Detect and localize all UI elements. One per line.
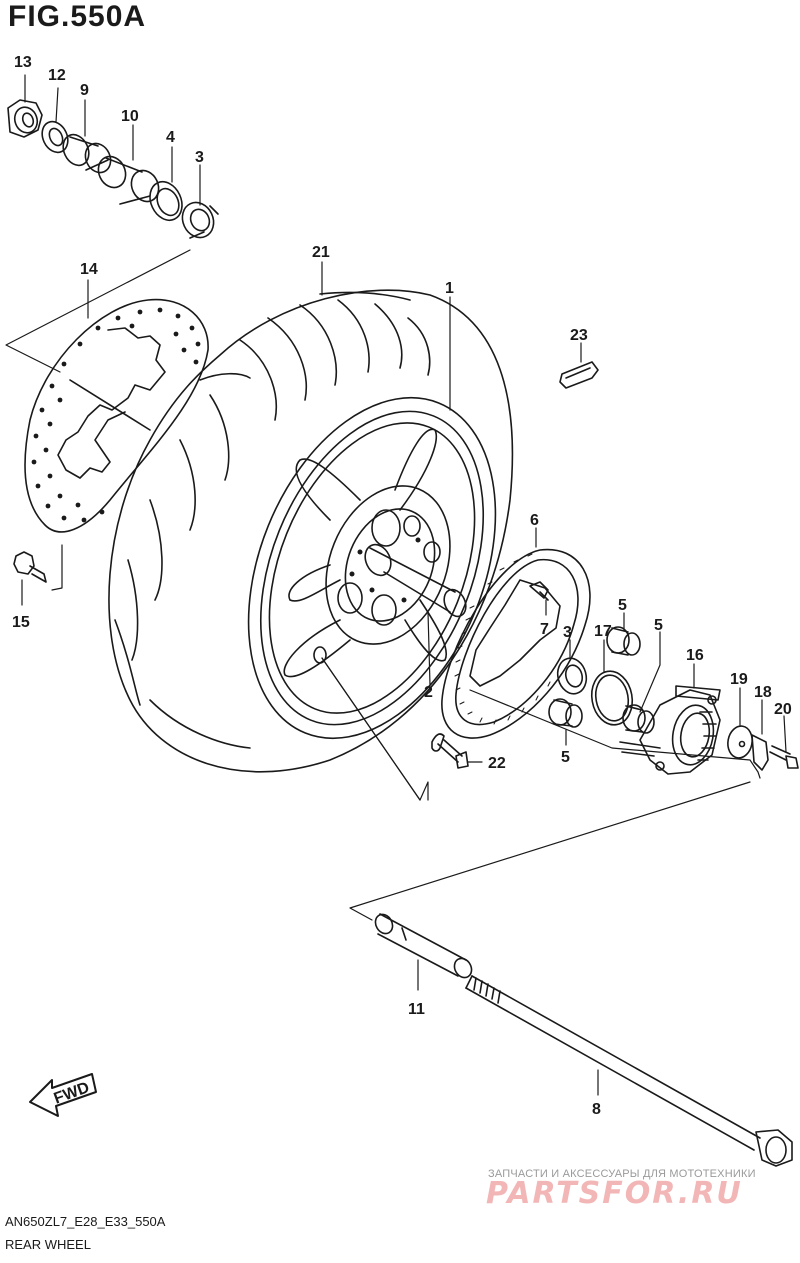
callout-17: 17 xyxy=(594,623,612,640)
damper-5-lower-left xyxy=(548,698,583,728)
callout-9: 9 xyxy=(80,82,89,99)
bearing-4 xyxy=(149,180,183,222)
damper-5-upper xyxy=(606,626,641,656)
callout-1: 1 xyxy=(445,280,454,297)
callout-2: 2 xyxy=(424,684,433,701)
bolt-15 xyxy=(13,551,47,583)
brake-disc-14 xyxy=(24,298,209,533)
balance-weight-23 xyxy=(559,361,599,389)
wheel-rim-1 xyxy=(247,396,497,740)
callout-5-right: 5 xyxy=(654,617,663,634)
seal-3-right xyxy=(556,657,588,695)
spacer-10 xyxy=(97,155,160,205)
callout-3-top: 3 xyxy=(195,149,204,166)
tire-21 xyxy=(108,289,514,773)
seal-3-top xyxy=(181,201,219,239)
callout-11: 11 xyxy=(408,1001,425,1018)
axle-8 xyxy=(465,975,793,1167)
leaders-right xyxy=(469,687,787,779)
fwd-arrow-icon xyxy=(29,1073,97,1117)
valve-22 xyxy=(431,733,469,769)
screw-7 xyxy=(529,581,549,601)
plate-18 xyxy=(751,734,769,771)
callout-10: 10 xyxy=(121,108,139,125)
o-ring-17 xyxy=(590,670,634,726)
model-code: AN650ZL7_E28_E33_550A xyxy=(5,1214,166,1229)
leaders-dampers xyxy=(565,612,661,746)
callout-18: 18 xyxy=(754,684,772,701)
callout-23: 23 xyxy=(570,327,588,344)
washer-19 xyxy=(727,725,753,759)
axle-bracket xyxy=(349,781,751,921)
callout-7: 7 xyxy=(540,621,549,638)
callout-21: 21 xyxy=(312,244,330,261)
watermark-logo: PARTSFOR.RU xyxy=(486,1176,743,1211)
callout-19: 19 xyxy=(730,671,748,688)
callout-6: 6 xyxy=(530,512,539,529)
callout-13: 13 xyxy=(14,54,32,71)
sensor-ring-6 xyxy=(441,548,591,739)
callout-5-upper: 5 xyxy=(618,597,627,614)
callout-14: 14 xyxy=(80,261,98,278)
spacer-11 xyxy=(374,913,473,979)
callout-20: 20 xyxy=(774,701,792,718)
figure-title: FIG.550A xyxy=(8,0,147,33)
callout-16: 16 xyxy=(686,647,704,664)
disc-bracket xyxy=(5,249,191,591)
leaders-wheel xyxy=(321,261,451,801)
callout-12: 12 xyxy=(48,67,66,84)
drive-hub-16 xyxy=(619,685,721,775)
bolt-20 xyxy=(769,745,799,769)
fwd-label: FWD xyxy=(52,1079,92,1107)
callout-8: 8 xyxy=(592,1101,601,1118)
figure-caption: REAR WHEEL xyxy=(5,1237,91,1252)
callout-3-right: 3 xyxy=(563,624,572,641)
damper-5-lower-right xyxy=(622,704,655,734)
hub-sleeve-2 xyxy=(364,543,467,618)
leaders-top xyxy=(24,74,201,206)
callout-15: 15 xyxy=(12,614,30,631)
callout-4: 4 xyxy=(166,129,175,146)
watermark-subtitle: ЗАПЧАСТИ И АКСЕССУАРЫ ДЛЯ МОТОТЕХНИКИ xyxy=(488,1168,756,1180)
callout-5-lower: 5 xyxy=(561,749,570,766)
callout-22: 22 xyxy=(488,755,506,772)
spacer-9 xyxy=(62,133,112,174)
washer-12 xyxy=(41,120,69,154)
nut-13 xyxy=(7,99,43,138)
